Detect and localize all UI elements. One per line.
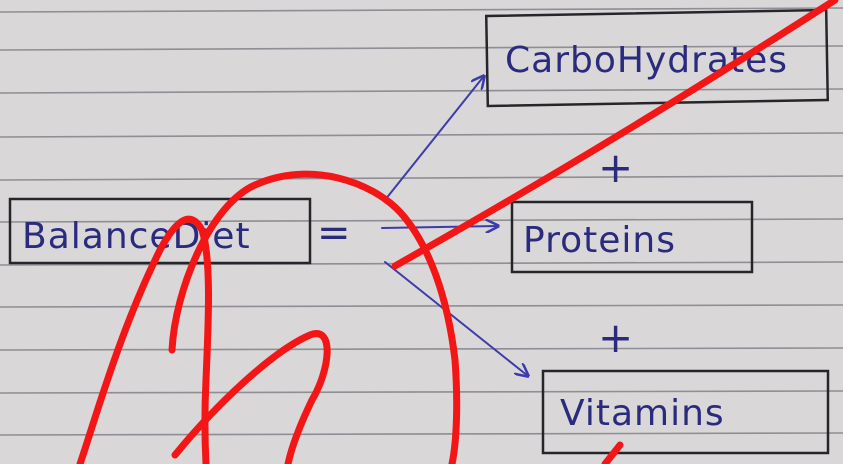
arrow-to-vitamins (384, 261, 528, 376)
red-inner-loop (171, 330, 331, 464)
ruled-lines (0, 7, 843, 436)
arrow-to-carbohydrates (384, 76, 484, 201)
proteins-box (510, 200, 754, 274)
arrow-to-proteins (381, 226, 498, 228)
red-marker-annotation (76, 0, 839, 464)
plus-sign-1: + (598, 143, 634, 192)
balance-diet-box (8, 197, 312, 265)
proteins-label: Proteins (523, 220, 676, 261)
red-left-stroke (76, 215, 212, 464)
red-outer-loop (168, 170, 461, 464)
carbohydrates-box (484, 8, 830, 108)
vitamins-label: Vitamins (560, 393, 725, 434)
red-corner-tick (601, 441, 624, 464)
plus-sign-2: + (598, 313, 634, 362)
vitamins-box (541, 369, 830, 455)
equals-sign: = (317, 210, 352, 256)
red-slash-stroke (391, 0, 839, 270)
